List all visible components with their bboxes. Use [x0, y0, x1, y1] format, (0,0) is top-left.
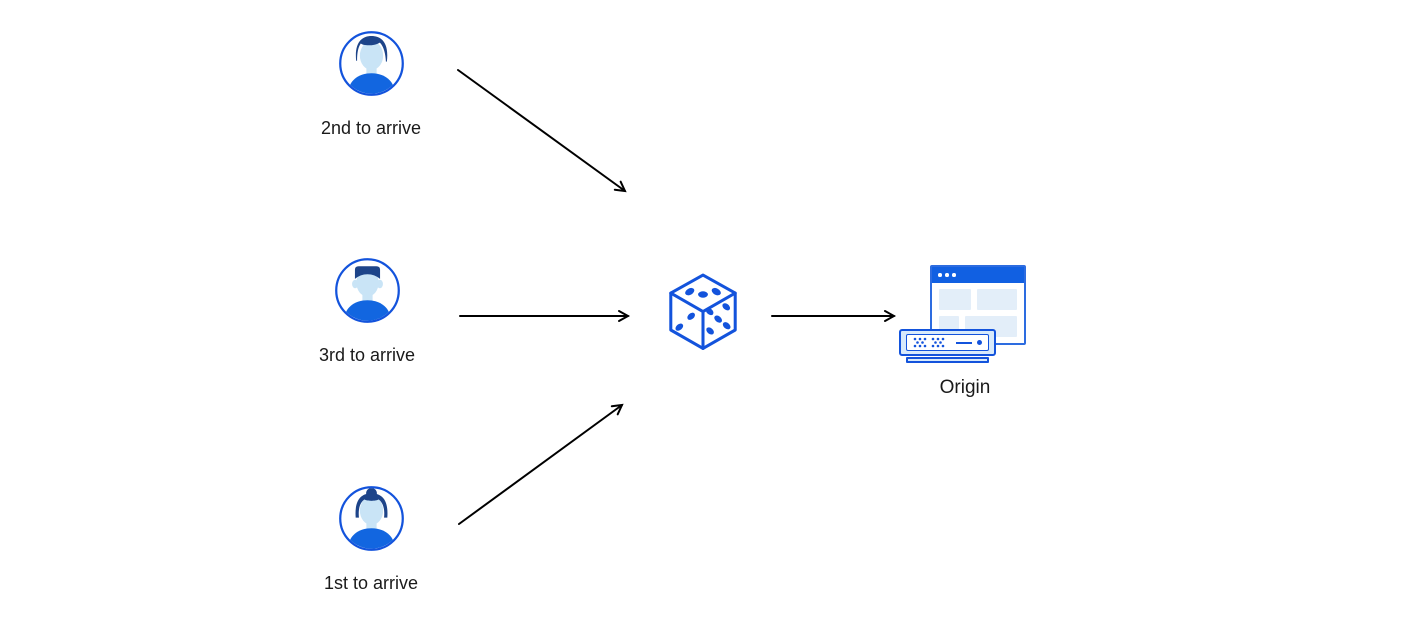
flow-arrow-visitor_2nd-to-dice	[457, 69, 627, 193]
node-label: 2nd to arrive	[320, 118, 422, 138]
server-led-icon	[976, 339, 982, 346]
window-dot-icon	[945, 273, 949, 277]
server-icon	[899, 329, 996, 356]
node-visitor-2nd: 2nd to arrive	[291, 30, 451, 139]
node-origin: Origin	[885, 260, 1045, 405]
server-vent-dots	[913, 337, 945, 348]
window-titlebar	[932, 267, 1024, 283]
window-dot-icon	[952, 273, 956, 277]
flow-arrow-visitor_1st-to-dice	[458, 403, 624, 525]
content-placeholder-block	[977, 289, 1017, 310]
node-dice	[667, 271, 739, 353]
node-label: 1st to arrive	[323, 573, 419, 593]
server-faceplate	[906, 334, 989, 351]
origin-label: Origin	[939, 377, 991, 398]
content-placeholder-block	[939, 289, 971, 310]
node-label: 3rd to arrive	[318, 345, 416, 365]
node-visitor-1st: 1st to arrive	[291, 485, 451, 594]
dice-icon	[669, 273, 737, 350]
server-base	[906, 357, 989, 363]
server-slot-line	[956, 341, 972, 344]
avatar-swept-hair-icon	[338, 31, 404, 96]
avatar-flat-top-icon	[334, 258, 400, 323]
node-visitor-3rd: 3rd to arrive	[287, 257, 447, 366]
window-dot-icon	[938, 273, 942, 277]
avatar-hair-bun-icon	[338, 486, 404, 551]
